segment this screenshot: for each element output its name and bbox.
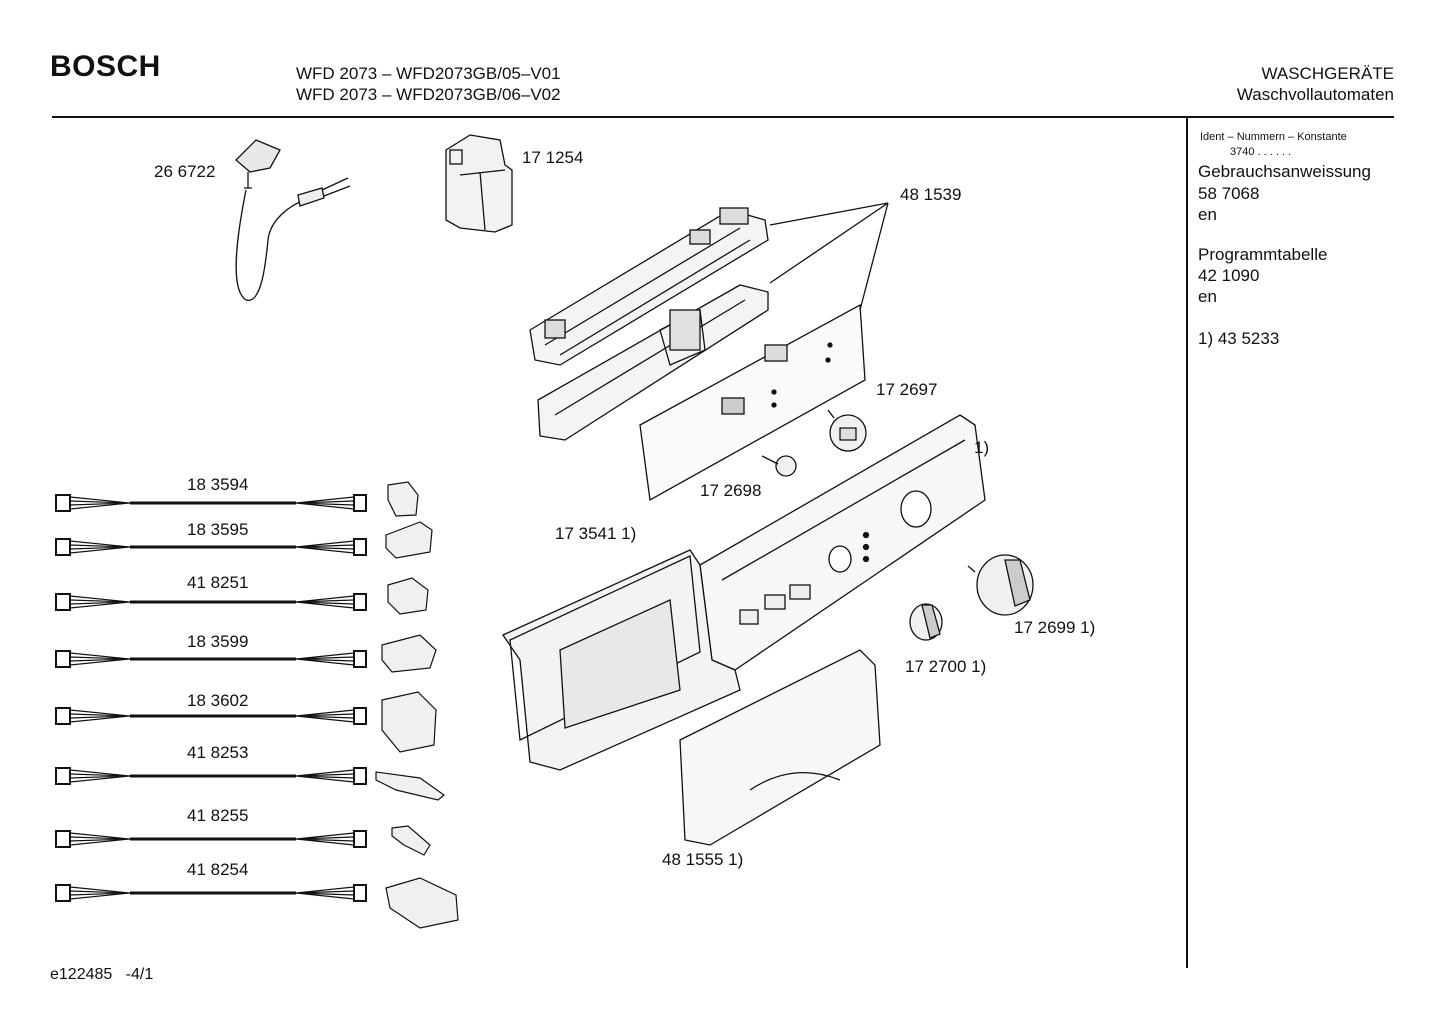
control-panel-fascia-drawing [699,414,986,671]
cable-connector-right [353,494,367,512]
cable-connector-left [55,494,71,512]
cable-wires-right [295,709,355,723]
control-pcb-drawing [639,303,866,502]
cable-connector-left [55,650,71,668]
cable-connector-right [353,650,367,668]
cable-label: 41 8251 [187,573,249,592]
drawer-front-drawing [679,649,881,846]
cable-connector-left [55,830,71,848]
category-title: WASCHGERÄTE [1261,64,1394,83]
program-lang: en [1198,287,1217,306]
part-label-knob-axle-large: 17 2697 [876,380,938,399]
brand-logo: BOSCH [50,50,161,83]
component-icon [387,481,419,517]
cable-wires-left [69,496,131,510]
sidebar-divider [1186,116,1188,968]
cable-wires-left [69,886,131,900]
cable-wires-left [69,832,131,846]
control-bracket-top-drawing [529,207,769,366]
cable-wires-left [69,540,131,554]
header-divider [52,116,1394,118]
cable-connector-left [55,884,71,902]
knob-axle-large-drawing [827,409,867,452]
cable-connector-right [353,538,367,556]
cable-wires-right [295,496,355,510]
ident-title: Ident – Nummern – Konstante [1200,131,1347,143]
cable-wires-right [295,652,355,666]
note-reference: 1) 43 5233 [1198,329,1280,348]
part-label-power-cord: 26 6722 [154,162,216,181]
component-icon [387,577,429,615]
program-number: 42 1090 [1198,266,1260,285]
cable-label: 41 8253 [187,743,249,762]
cable-connector-right [353,707,367,725]
manual-lang: en [1198,205,1217,224]
part-label-control-module: 48 1539 [900,185,962,204]
model-line-1: WFD 2073 – WFD2073GB/05–V01 [296,64,561,83]
category-subtitle: Waschvollautomaten [1236,85,1394,104]
ident-value: 3740 . . . . . . [1230,146,1292,158]
cable-wires-left [69,769,131,783]
part-label-knob-axle-small: 17 2698 [700,481,762,500]
cable-harness [55,634,437,673]
cable-harness [55,825,431,856]
program-label: Programmtabelle [1198,245,1328,264]
knob-small-drawing [909,603,943,641]
cable-harness [55,767,445,801]
part-label-filter: 17 1254 [522,148,584,167]
cable-connector-left [55,593,71,611]
cable-harness [55,691,437,753]
cable-label: 18 3602 [187,691,249,710]
part-label-panel-note: 1) [974,438,990,457]
diagram-code: e122485 -4/1 [50,966,154,983]
cable-wires-right [295,886,355,900]
power-cord-drawing [235,139,351,301]
cable-wires-right [295,540,355,554]
cable-connector-right [353,884,367,902]
cable-wires-right [295,832,355,846]
cable-harness [55,877,459,929]
cable-connector-left [55,707,71,725]
cable-connector-right [353,830,367,848]
cable-connector-left [55,538,71,556]
cable-harness [55,481,419,517]
cable-label: 18 3599 [187,632,249,651]
cable-harness [55,577,429,615]
cable-connector-left [55,767,71,785]
cable-connector-right [353,593,367,611]
part-label-drawer-front: 48 1555 1) [662,850,744,869]
component-icon [381,634,437,673]
filter-drawing [445,134,513,233]
cable-harness [55,521,433,559]
component-icon [375,771,445,801]
panel-frame-drawing [502,549,741,771]
knob-large-drawing [967,554,1034,616]
cable-wires-right [295,595,355,609]
component-icon [381,691,437,753]
cable-harness-group [55,481,459,929]
component-icon [385,877,459,929]
knob-axle-small-drawing [761,455,797,477]
component-icon [391,825,431,856]
part-label-knob-small: 17 2700 1) [905,657,987,676]
cable-wires-left [69,709,131,723]
cable-label: 18 3594 [187,475,249,494]
manual-label: Gebrauchsanweissung [1198,162,1371,181]
cable-label: 41 8254 [187,860,249,879]
control-bracket-middle-drawing [537,284,769,441]
model-line-2: WFD 2073 – WFD2073GB/06–V02 [296,85,561,104]
cable-wires-right [295,769,355,783]
part-label-knob-large: 17 2699 1) [1014,618,1096,637]
component-icon [385,521,433,559]
part-label-panel-frame: 17 3541 1) [555,524,637,543]
cable-wires-left [69,595,131,609]
manual-number: 58 7068 [1198,184,1260,203]
cable-label: 18 3595 [187,520,249,539]
cable-connector-right [353,767,367,785]
cable-label: 41 8255 [187,806,249,825]
cable-wires-left [69,652,131,666]
